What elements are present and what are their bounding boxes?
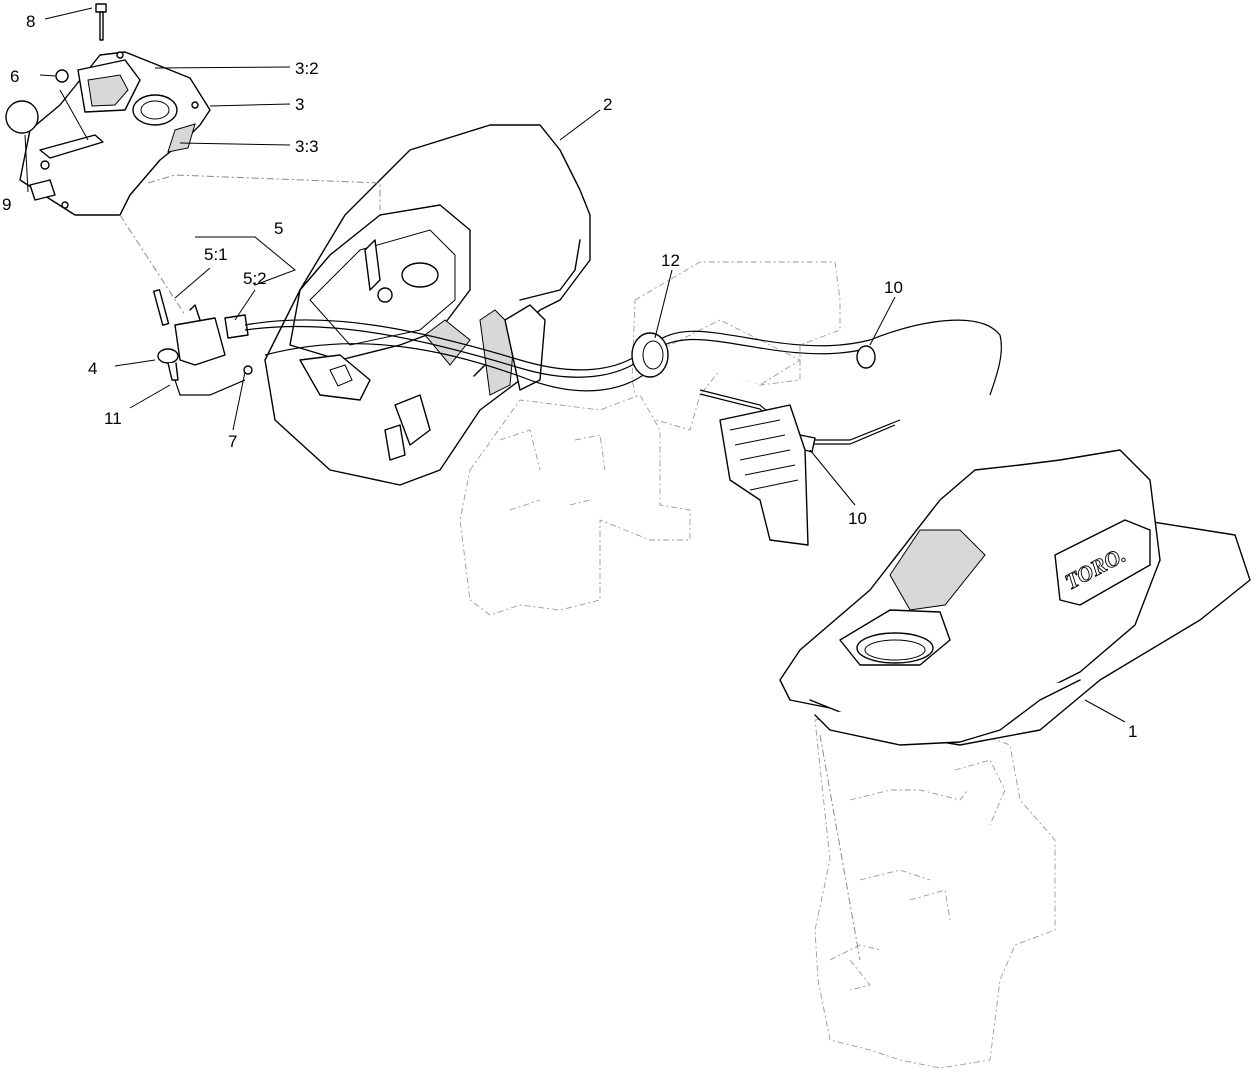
- wire-part-11: [174, 379, 246, 396]
- callout-11: 11: [104, 409, 122, 428]
- knob-part-6: [55, 69, 69, 83]
- switch-assembly-part-5: [153, 289, 253, 375]
- projection-lines: [119, 174, 861, 961]
- callout-3-3: 3:3: [295, 137, 319, 156]
- callout-5: 5: [274, 219, 283, 238]
- callout-5-2: 5:2: [243, 269, 267, 288]
- relay-block: [719, 404, 809, 546]
- console-cover-part-1: TORO.: [779, 449, 1251, 746]
- callout-labels: 8 3:2 6 3 2 3:3 9 5 5:1 12 5:2 10 4 11 7…: [2, 12, 1137, 741]
- callout-4: 4: [88, 359, 97, 378]
- callout-6: 6: [10, 67, 19, 86]
- ball-knob-part-9: [5, 100, 39, 134]
- callout-7: 7: [228, 432, 237, 451]
- callout-1: 1: [1128, 722, 1137, 741]
- screw-part-8: [95, 3, 107, 41]
- phantom-frame-center: [459, 261, 841, 616]
- control-panel-part-3: [19, 51, 211, 216]
- callout-10-lower: 10: [848, 509, 867, 528]
- push-button-part-4: [157, 348, 179, 381]
- callout-2: 2: [603, 95, 612, 114]
- phantom-frame-lower: [814, 704, 1056, 1069]
- callout-5-1: 5:1: [204, 245, 228, 264]
- cable-tie-upper-part-10: [856, 345, 876, 369]
- callout-9: 9: [2, 195, 11, 214]
- callout-12: 12: [661, 251, 680, 270]
- callout-3-2: 3:2: [295, 59, 319, 78]
- callout-10-upper: 10: [884, 278, 903, 297]
- callout-3: 3: [295, 95, 304, 114]
- leader-lines: [24, 7, 1126, 723]
- grommet-part-12: [631, 332, 669, 378]
- callout-8: 8: [26, 12, 35, 31]
